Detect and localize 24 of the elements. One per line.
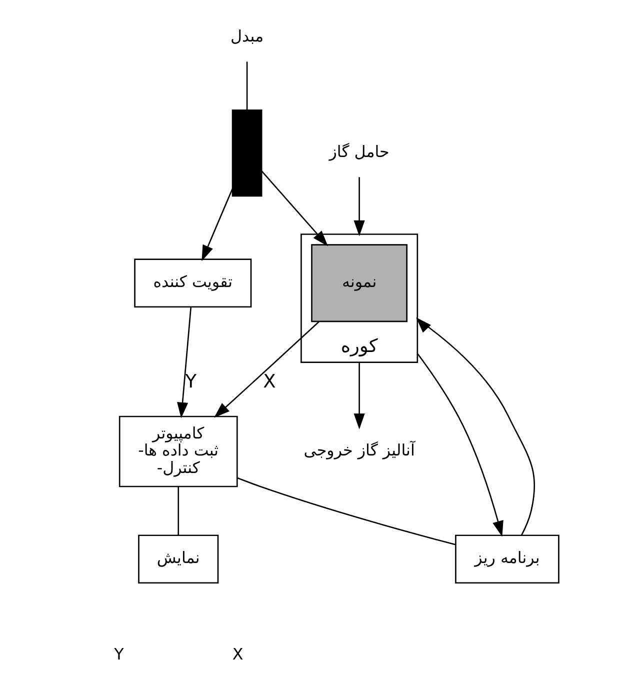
node-text: مبدل	[230, 26, 264, 46]
node-box: تقویت کننده	[134, 258, 252, 308]
arrow	[416, 317, 535, 536]
edge-label: Y	[184, 372, 196, 393]
edge-label: X	[262, 372, 276, 393]
label: Y	[114, 644, 124, 664]
connector	[177, 486, 179, 535]
connector	[236, 477, 456, 546]
node-text: آنالیز گاز خروجی	[303, 440, 414, 460]
node-box: نمایش	[138, 534, 218, 584]
connector	[246, 62, 248, 110]
arrow	[260, 170, 328, 246]
node-text: حامل گاز	[328, 142, 389, 162]
arrow	[201, 188, 232, 262]
arrow	[176, 307, 192, 418]
label: X	[232, 644, 243, 664]
arrow	[353, 362, 364, 430]
node-box: کامپیوتر -ثبت داده ها -کنترل	[118, 416, 238, 488]
node-box: نمونه	[310, 244, 407, 322]
node-bar	[231, 109, 262, 197]
arrow	[214, 321, 319, 418]
node-box: برنامه ریز	[454, 534, 559, 584]
arrow	[353, 177, 364, 236]
arrow	[416, 353, 503, 537]
